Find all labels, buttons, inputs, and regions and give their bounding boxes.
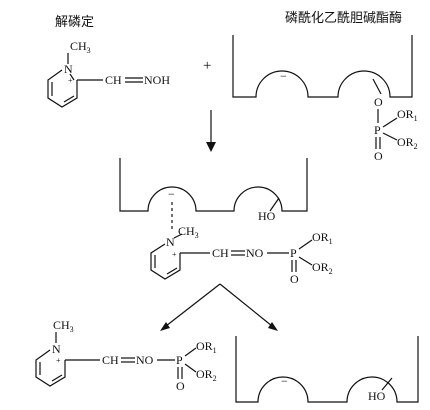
product-charge: +: [56, 356, 61, 365]
complex-no: NO: [246, 246, 264, 260]
split-arrows: [160, 283, 278, 331]
oxime-noh: NOH: [144, 73, 170, 87]
regenerated-enzyme-outline: [235, 336, 419, 403]
phosphorylated-oxime: CH3 N + CH NO P OR1 OR2 O: [35, 318, 217, 393]
ring-double-bond: [166, 267, 178, 275]
complex-charge: +: [172, 250, 177, 259]
complex-ch: CH: [212, 246, 229, 260]
enzyme-pam-complex: − HO CH3 N + CH NO P OR1 OR2 O: [119, 158, 333, 286]
pyridinium-nitrogen: N: [64, 62, 73, 76]
complex-or2: OR2: [312, 260, 333, 276]
complex-pyridine-ring: [150, 243, 181, 280]
product-or2: OR2: [196, 367, 217, 383]
regenerated-anionic-site: −: [281, 374, 288, 388]
product-no: NO: [136, 353, 154, 367]
product-phosphorus: P: [176, 353, 183, 367]
product-nitrogen: N: [52, 342, 61, 356]
or1-group: OR1: [397, 107, 418, 123]
phosphorylated-enzyme: − O P OR1 OR2 O: [232, 35, 418, 163]
product-methyl: CH3: [53, 318, 74, 334]
plus-sign: +: [203, 58, 211, 74]
ring-double-bond: [63, 95, 75, 103]
ring-double-bond: [51, 374, 63, 382]
hydroxyl-bond: [269, 197, 280, 212]
phosphoryl-oxygen: O: [374, 149, 383, 163]
product-phosphoryl-oxygen: O: [176, 379, 185, 393]
product-ch: CH: [102, 353, 119, 367]
p-or2-bond: [382, 132, 398, 141]
ser-bond: [372, 78, 382, 95]
product-or1: OR1: [196, 339, 217, 355]
ester-oxygen: O: [374, 95, 383, 109]
p-or1-bond: [184, 347, 197, 357]
or2-group: OR2: [397, 135, 418, 151]
methyl-group: CH3: [70, 39, 91, 55]
p-or2-bond: [184, 363, 197, 373]
p-or1-bond: [298, 239, 313, 250]
phosphorus: P: [374, 123, 381, 137]
pyridine-ring: [47, 69, 78, 108]
complex-phosphoryl-oxygen: O: [290, 272, 299, 286]
regenerated-enzyme: − HO: [235, 336, 419, 403]
product-pyridine-ring: [35, 349, 66, 387]
complex-phosphorus: P: [290, 246, 297, 260]
pralidoxime-molecule: CH3 N + CH NOH: [47, 39, 170, 108]
p-or1-bond: [382, 117, 398, 128]
reaction-arrow-down: [206, 110, 216, 152]
ring-bond: [69, 73, 75, 81]
reactivator-label: 解磷定: [55, 15, 94, 30]
p-or2-bond: [298, 256, 313, 266]
complex-anionic-site: −: [168, 187, 175, 201]
positive-charge: +: [68, 76, 73, 85]
complex-or1: OR1: [312, 230, 333, 246]
complex-nitrogen: N: [166, 235, 175, 249]
complex-enzyme-outline: [119, 158, 308, 212]
complex-methyl: CH3: [178, 224, 199, 240]
enzyme-outline: [232, 35, 413, 98]
regenerated-hydroxyl: HO: [368, 389, 386, 403]
anionic-site: −: [280, 69, 287, 83]
hydroxyl-bond: [381, 377, 393, 391]
oxime-ch: CH: [105, 73, 122, 87]
enzyme-label: 磷酰化乙酰胆碱酯酶: [285, 10, 402, 26]
n-methyl-bond: [173, 233, 183, 239]
complex-hydroxyl: HO: [258, 209, 276, 223]
